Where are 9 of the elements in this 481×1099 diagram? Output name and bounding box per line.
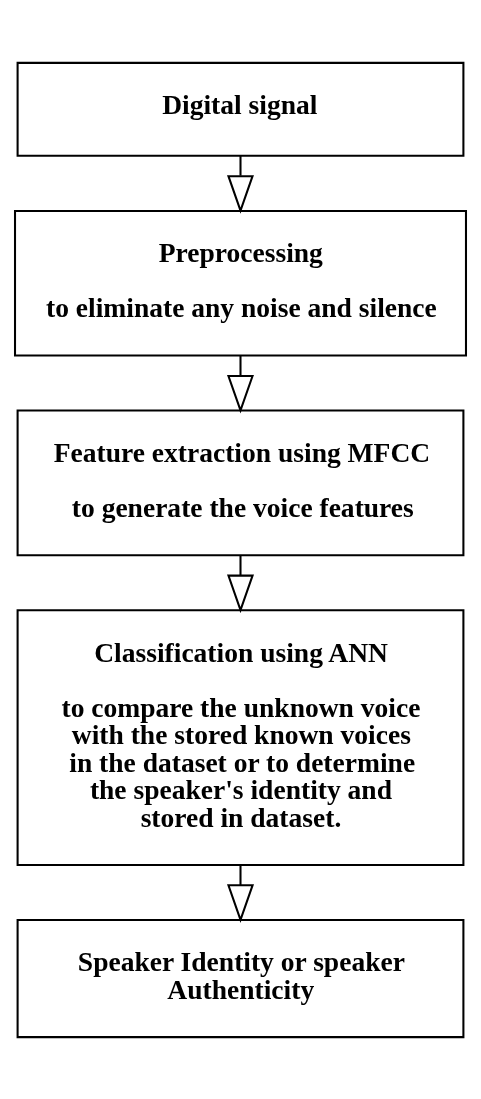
arrow [227, 155, 254, 214]
node-box: Feature extraction using MFCC to generate the voice features [16, 409, 465, 556]
arrow [227, 864, 254, 923]
node-box: Classification using ANN to compare the unknown voice with the stored known voices in the dataset or to determine the speaker's identity and stored in dataset. [16, 608, 465, 866]
node-box: Preprocessing to eliminate any noise and silence [14, 209, 467, 357]
arrow [227, 554, 254, 613]
node-box: Digital signal [16, 61, 465, 157]
node-box: Speaker Identity or speaker Authenticity [16, 918, 465, 1038]
arrow [227, 355, 254, 414]
